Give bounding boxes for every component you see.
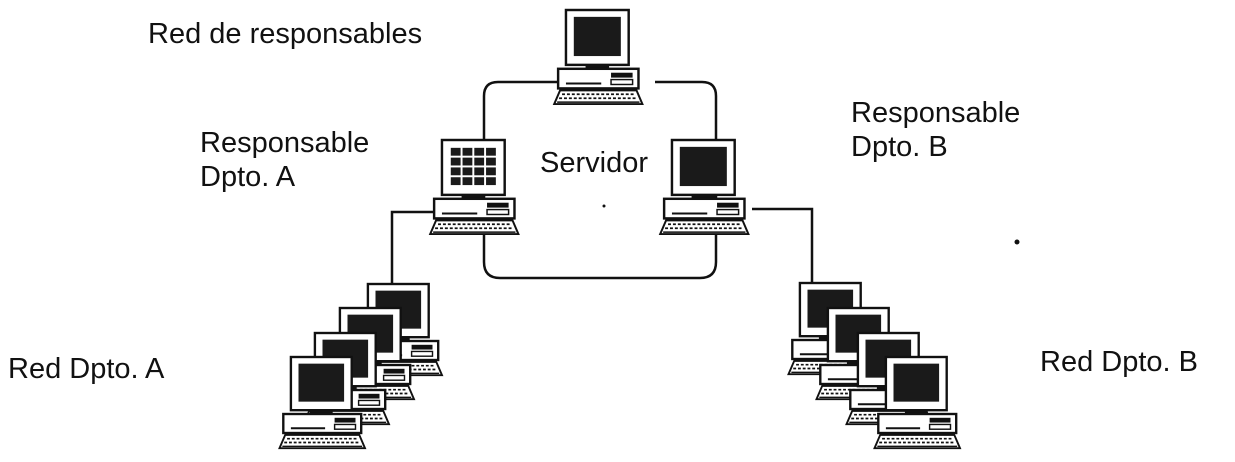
workstation-b4-icon [873,355,962,450]
network-b-workstations [787,281,962,450]
label-network-a: Red Dpto. A [8,352,164,386]
label-network-managers-text: Red de responsables [148,18,423,50]
label-network-b: Red Dpto. B [1040,345,1198,379]
label-manager-a-line1: Responsable [200,127,370,159]
server-computer-icon [552,8,644,106]
label-network-b-text: Red Dpto. B [1040,346,1198,378]
label-server: Servidor [540,146,648,180]
label-network-a-text: Red Dpto. A [8,353,165,385]
label-manager-b-line1: Responsable [851,97,1021,129]
scan-speck [602,204,606,208]
workstation-a4-icon [278,355,367,450]
label-manager-b-line2: Dpto. B [851,131,948,163]
label-manager-a: Responsable Dpto. A [200,126,369,194]
label-network-managers: Red de responsables [148,17,422,51]
scan-speck [1014,239,1020,245]
manager-a-computer-icon [428,138,520,236]
label-manager-a-line2: Dpto. A [200,161,296,193]
link-manager-b-network-b [752,207,814,290]
managers-ring-connection [482,80,718,280]
network-a-workstations [278,282,444,450]
label-server-text: Servidor [540,147,648,179]
label-manager-b: Responsable Dpto. B [851,96,1020,164]
manager-b-computer-icon [658,138,750,236]
